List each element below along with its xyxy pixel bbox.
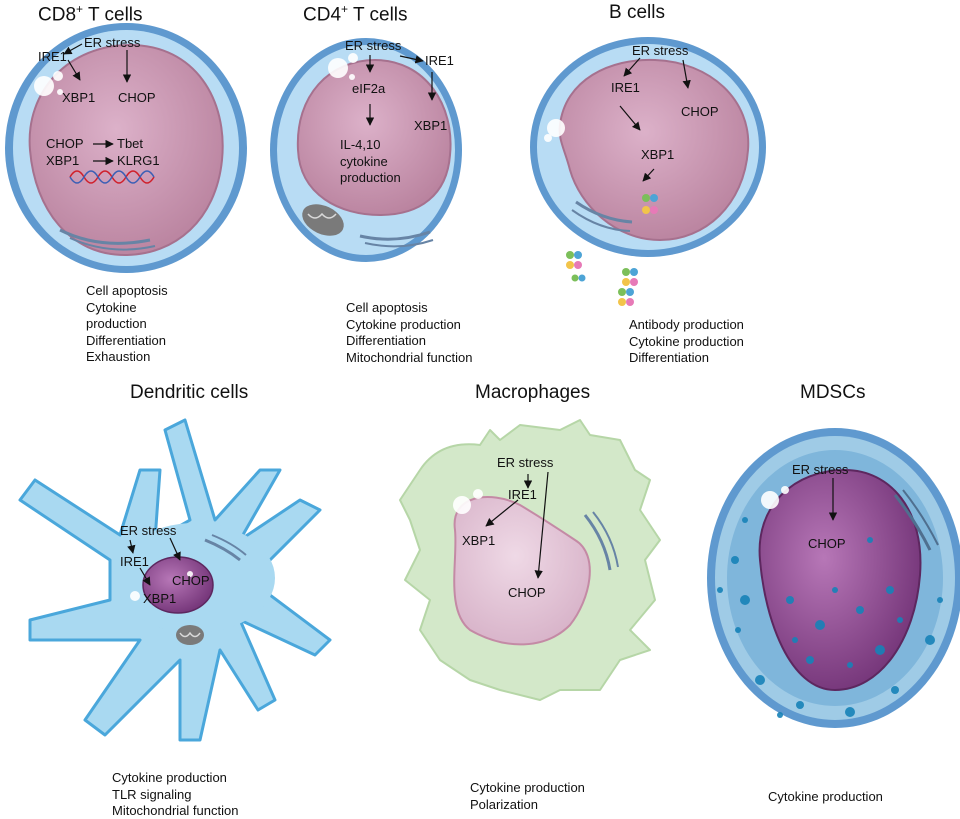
bcell-functions: Antibody production Cytokine production … [629,317,744,367]
dc-ire1-label: IRE1 [120,554,149,569]
cd4-il-line: IL-4,10 [340,137,381,152]
cd8-title-tail: T cells [83,4,143,26]
dc-xbp1-label: XBP1 [143,591,177,606]
dendritic-cell [18,418,332,742]
cd8-title: CD8+ T cells [38,2,143,26]
antibody-icon [618,288,634,306]
granule-dots [717,517,943,718]
cd4-function-item: Mitochondrial function [346,349,473,365]
cd4-il-line: production [340,170,401,185]
cd4-il-line: cytokine [340,153,388,169]
cd4-function-item: Differentiation [346,333,426,348]
cd4-ire1-label: IRE1 [425,53,454,68]
cd8-t-cell [5,23,247,273]
cd8-function-item: Cytokine [86,299,137,315]
dc-function-item: TLR signaling [112,786,192,802]
mdsc-function-item: Cytokine production [768,789,883,804]
cd8-function-item: production [86,316,147,331]
cd4-function-item: Cytokine production [346,316,461,332]
bcell-function-item: Differentiation [629,350,709,365]
mac-functions: Cytokine production Polarization [470,780,585,813]
mac-er-stress-label: ER stress [497,455,554,470]
mdsc-cell [707,428,960,728]
macrophage-cell [399,419,661,701]
cd4-title-sup: + [341,2,349,16]
cd4-title-tail: T cells [348,4,408,26]
antibody-icon [622,268,638,286]
cd4-title: CD4+ T cells [303,2,408,26]
cd8-xbp1-label: XBP1 [62,90,96,105]
bcell-function-item: Antibody production [629,317,744,332]
cd4-function-item: Cell apoptosis [346,300,428,315]
antibody-icon [566,251,582,269]
bcell-ire1-label: IRE1 [611,80,640,95]
b-cell [530,37,766,306]
cd8-functions: Cell apoptosis Cytokine production Diffe… [86,283,168,366]
cd4-t-cell [270,38,462,262]
mac-xbp1-label: XBP1 [462,533,496,548]
dc-function-item: Mitochondrial function [112,803,239,818]
mac-chop-label: CHOP [508,585,546,600]
cd8-function-item: Differentiation [86,332,166,348]
bcell-function-item: Cytokine production [629,333,744,349]
mac-function-item: Polarization [470,796,538,812]
antibody-icon [642,194,658,214]
mac-ire1-label: IRE1 [508,487,537,502]
cd8-chop2-label: CHOP [46,136,84,151]
cd8-function-item: Exhaustion [86,349,151,364]
mdsc-title: MDSCs [800,382,866,403]
dc-er-stress-label: ER stress [120,523,177,538]
dc-chop-label: CHOP [172,573,210,588]
cd8-ire1-label: IRE1 [38,49,67,64]
cd8-xbp1-2-label: XBP1 [46,153,80,168]
mdsc-er-stress-label: ER stress [792,462,849,477]
mdsc-chop-label: CHOP [808,536,846,551]
mac-function-item: Cytokine production [470,780,585,795]
mdsc-functions: Cytokine production [768,789,883,806]
cd4-xbp1-label: XBP1 [414,118,448,133]
cd8-title-sup: + [76,2,84,16]
dendritic-title: Dendritic cells [130,382,249,403]
cd4-eif2a-label: eIF2a [352,81,386,96]
cd8-klrg1-label: KLRG1 [117,153,160,168]
b-cell-title: B cells [609,2,665,23]
bcell-chop-label: CHOP [681,104,719,119]
cd8-chop-label: CHOP [118,90,156,105]
dc-function-item: Cytokine production [112,770,227,785]
cd4-title-main: CD4 [303,4,342,26]
cd8-er-stress-label: ER stress [84,35,141,50]
cd8-tbet-label: Tbet [117,136,144,151]
bcell-xbp1-label: XBP1 [641,147,675,162]
antibody-icon [571,274,586,282]
cd8-function-item: Cell apoptosis [86,283,168,298]
cd4-functions: Cell apoptosis Cytokine production Diffe… [346,300,472,366]
cd8-title-main: CD8 [38,4,77,26]
bcell-er-stress-label: ER stress [632,43,689,58]
cd4-il-cytokine-label: IL-4,10 cytokine production [340,137,401,187]
macrophage-title: Macrophages [475,382,591,403]
cd4-er-stress-label: ER stress [345,38,402,53]
dc-functions: Cytokine production TLR signaling Mitoch… [112,770,238,819]
